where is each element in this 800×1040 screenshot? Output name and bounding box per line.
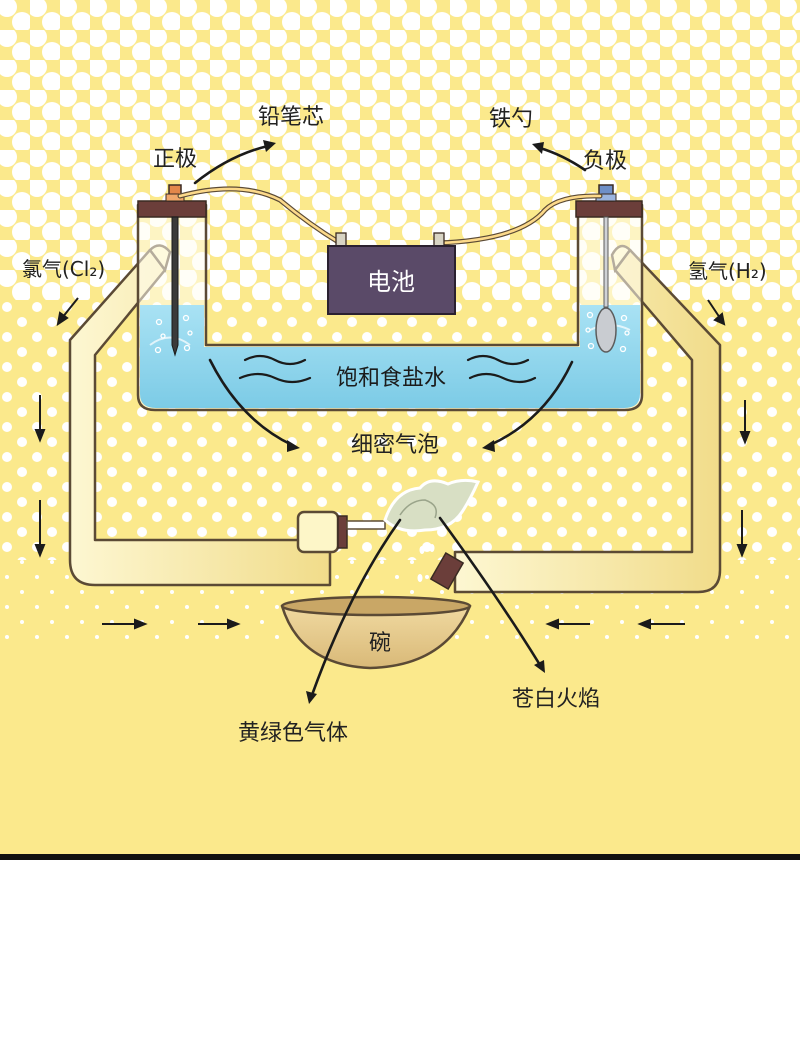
chlorine-flow-arrow (56, 297, 79, 327)
brine-label: 饱和食盐水 (336, 366, 446, 391)
chlorine-label: 氯气(Cl₂) (22, 257, 105, 281)
yellow-green-gas-pointer (306, 518, 402, 704)
bowl-label: 碗 (369, 631, 391, 656)
hydrogen-flow-arrow (545, 618, 590, 630)
right-bubbles-pointer (482, 360, 574, 452)
positive-electrode-label: 正极 (153, 147, 197, 172)
bottom-border-line (0, 854, 800, 860)
water-ripples (238, 354, 537, 384)
pale-flame-pointer (438, 516, 545, 673)
left-bubbles-pointer (208, 358, 300, 452)
iron-spoon-pointer (532, 142, 587, 172)
chlorine-flow-arrow (34, 500, 46, 558)
negative-electrode-label: 负极 (583, 149, 627, 174)
gas-flow-arrows (34, 297, 751, 630)
pale-flame-label: 苍白火焰 (512, 687, 600, 712)
iron-spoon-electrode (585, 184, 630, 353)
wires (177, 186, 603, 246)
hydrogen-flow-arrow (739, 400, 751, 445)
iron-spoon-label: 铁勺 (489, 107, 533, 132)
hydrogen-flow-arrow (637, 618, 685, 630)
pencil-lead-label: 铅笔芯 (258, 105, 324, 130)
electrolysis-diagram: 电池 碗 (0, 0, 800, 860)
chlorine-flow-arrow (102, 618, 148, 630)
pale-flame (383, 478, 481, 582)
battery: 电池 (327, 232, 456, 315)
right-stopper (575, 200, 643, 218)
yellow-green-gas-label: 黄绿色气体 (238, 721, 348, 746)
pencil-lead-pointer (193, 140, 276, 185)
hydrogen-flow-arrow (736, 510, 748, 558)
battery-label: 电池 (367, 268, 415, 296)
left-stopper (137, 200, 207, 218)
bubbles-label: 细密气泡 (351, 433, 439, 458)
chlorine-flow-arrow (198, 618, 241, 630)
blank-area (0, 860, 800, 1040)
hydrogen-flow-arrow (707, 299, 726, 326)
hydrogen-label: 氢气(H₂) (688, 259, 767, 283)
chlorine-flow-arrow (34, 395, 46, 443)
